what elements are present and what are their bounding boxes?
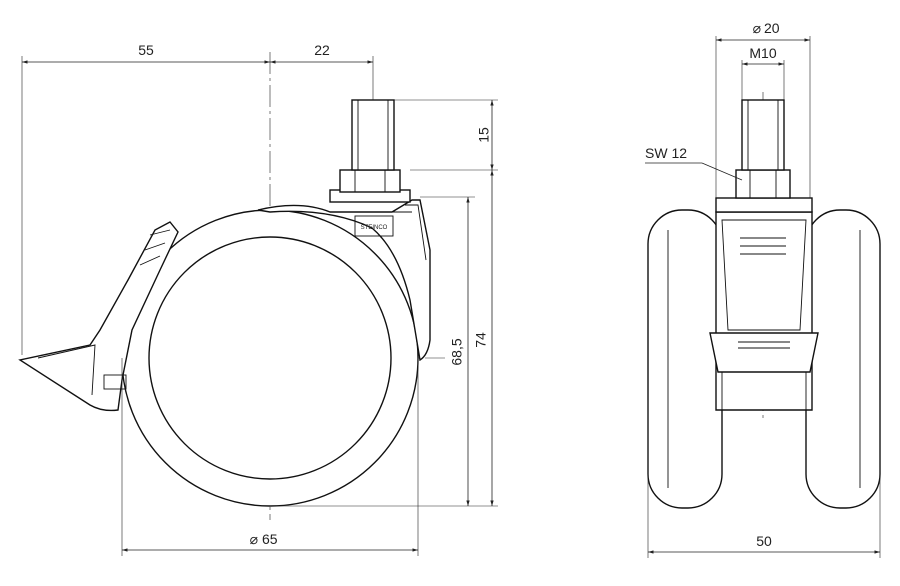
dim-label-22: 22 — [314, 42, 330, 58]
front-brake-pedal — [709, 332, 819, 373]
dim-label-m10: M10 — [749, 45, 776, 61]
dim-dia-symbol-20: ⌀ — [753, 20, 761, 36]
dim-dia-symbol-65: ⌀ — [250, 531, 258, 547]
logo-plate — [354, 215, 394, 237]
front-washer — [715, 197, 813, 213]
front-stem — [741, 99, 785, 171]
logo-text: STEINCO — [361, 225, 388, 231]
hex-nut — [339, 169, 401, 193]
front-hex-nut — [735, 169, 791, 199]
dim-label-74: 74 — [473, 332, 489, 348]
brake-grip-ridges — [139, 229, 171, 266]
fork-body-front — [721, 219, 807, 331]
fork-body — [715, 211, 813, 411]
side-view: STEINCO 55 22 15 68,5 — [18, 42, 498, 556]
wheel-hub — [148, 236, 392, 480]
fork-housing — [257, 199, 431, 362]
dim-label-sw12: SW 12 — [645, 145, 687, 161]
sw12-leader — [701, 162, 743, 181]
dim-label-55: 55 — [138, 42, 154, 58]
dim-label-68-5: 68,5 — [449, 338, 465, 365]
dim-label-dia-20: 20 — [764, 20, 780, 36]
front-lower-body — [721, 371, 807, 411]
brake-pedal-inner — [37, 344, 96, 396]
front-view: ⌀ 20 M10 SW 12 50 — [645, 20, 881, 558]
right-wheel — [805, 209, 881, 509]
dim-label-15: 15 — [476, 127, 492, 143]
brake-pivot — [103, 374, 127, 390]
dim-label-dia-65: 65 — [262, 531, 278, 547]
housing-edge — [405, 204, 427, 261]
brake-pedal — [18, 221, 179, 412]
dim-label-50: 50 — [756, 533, 772, 549]
left-wheel — [647, 209, 723, 509]
